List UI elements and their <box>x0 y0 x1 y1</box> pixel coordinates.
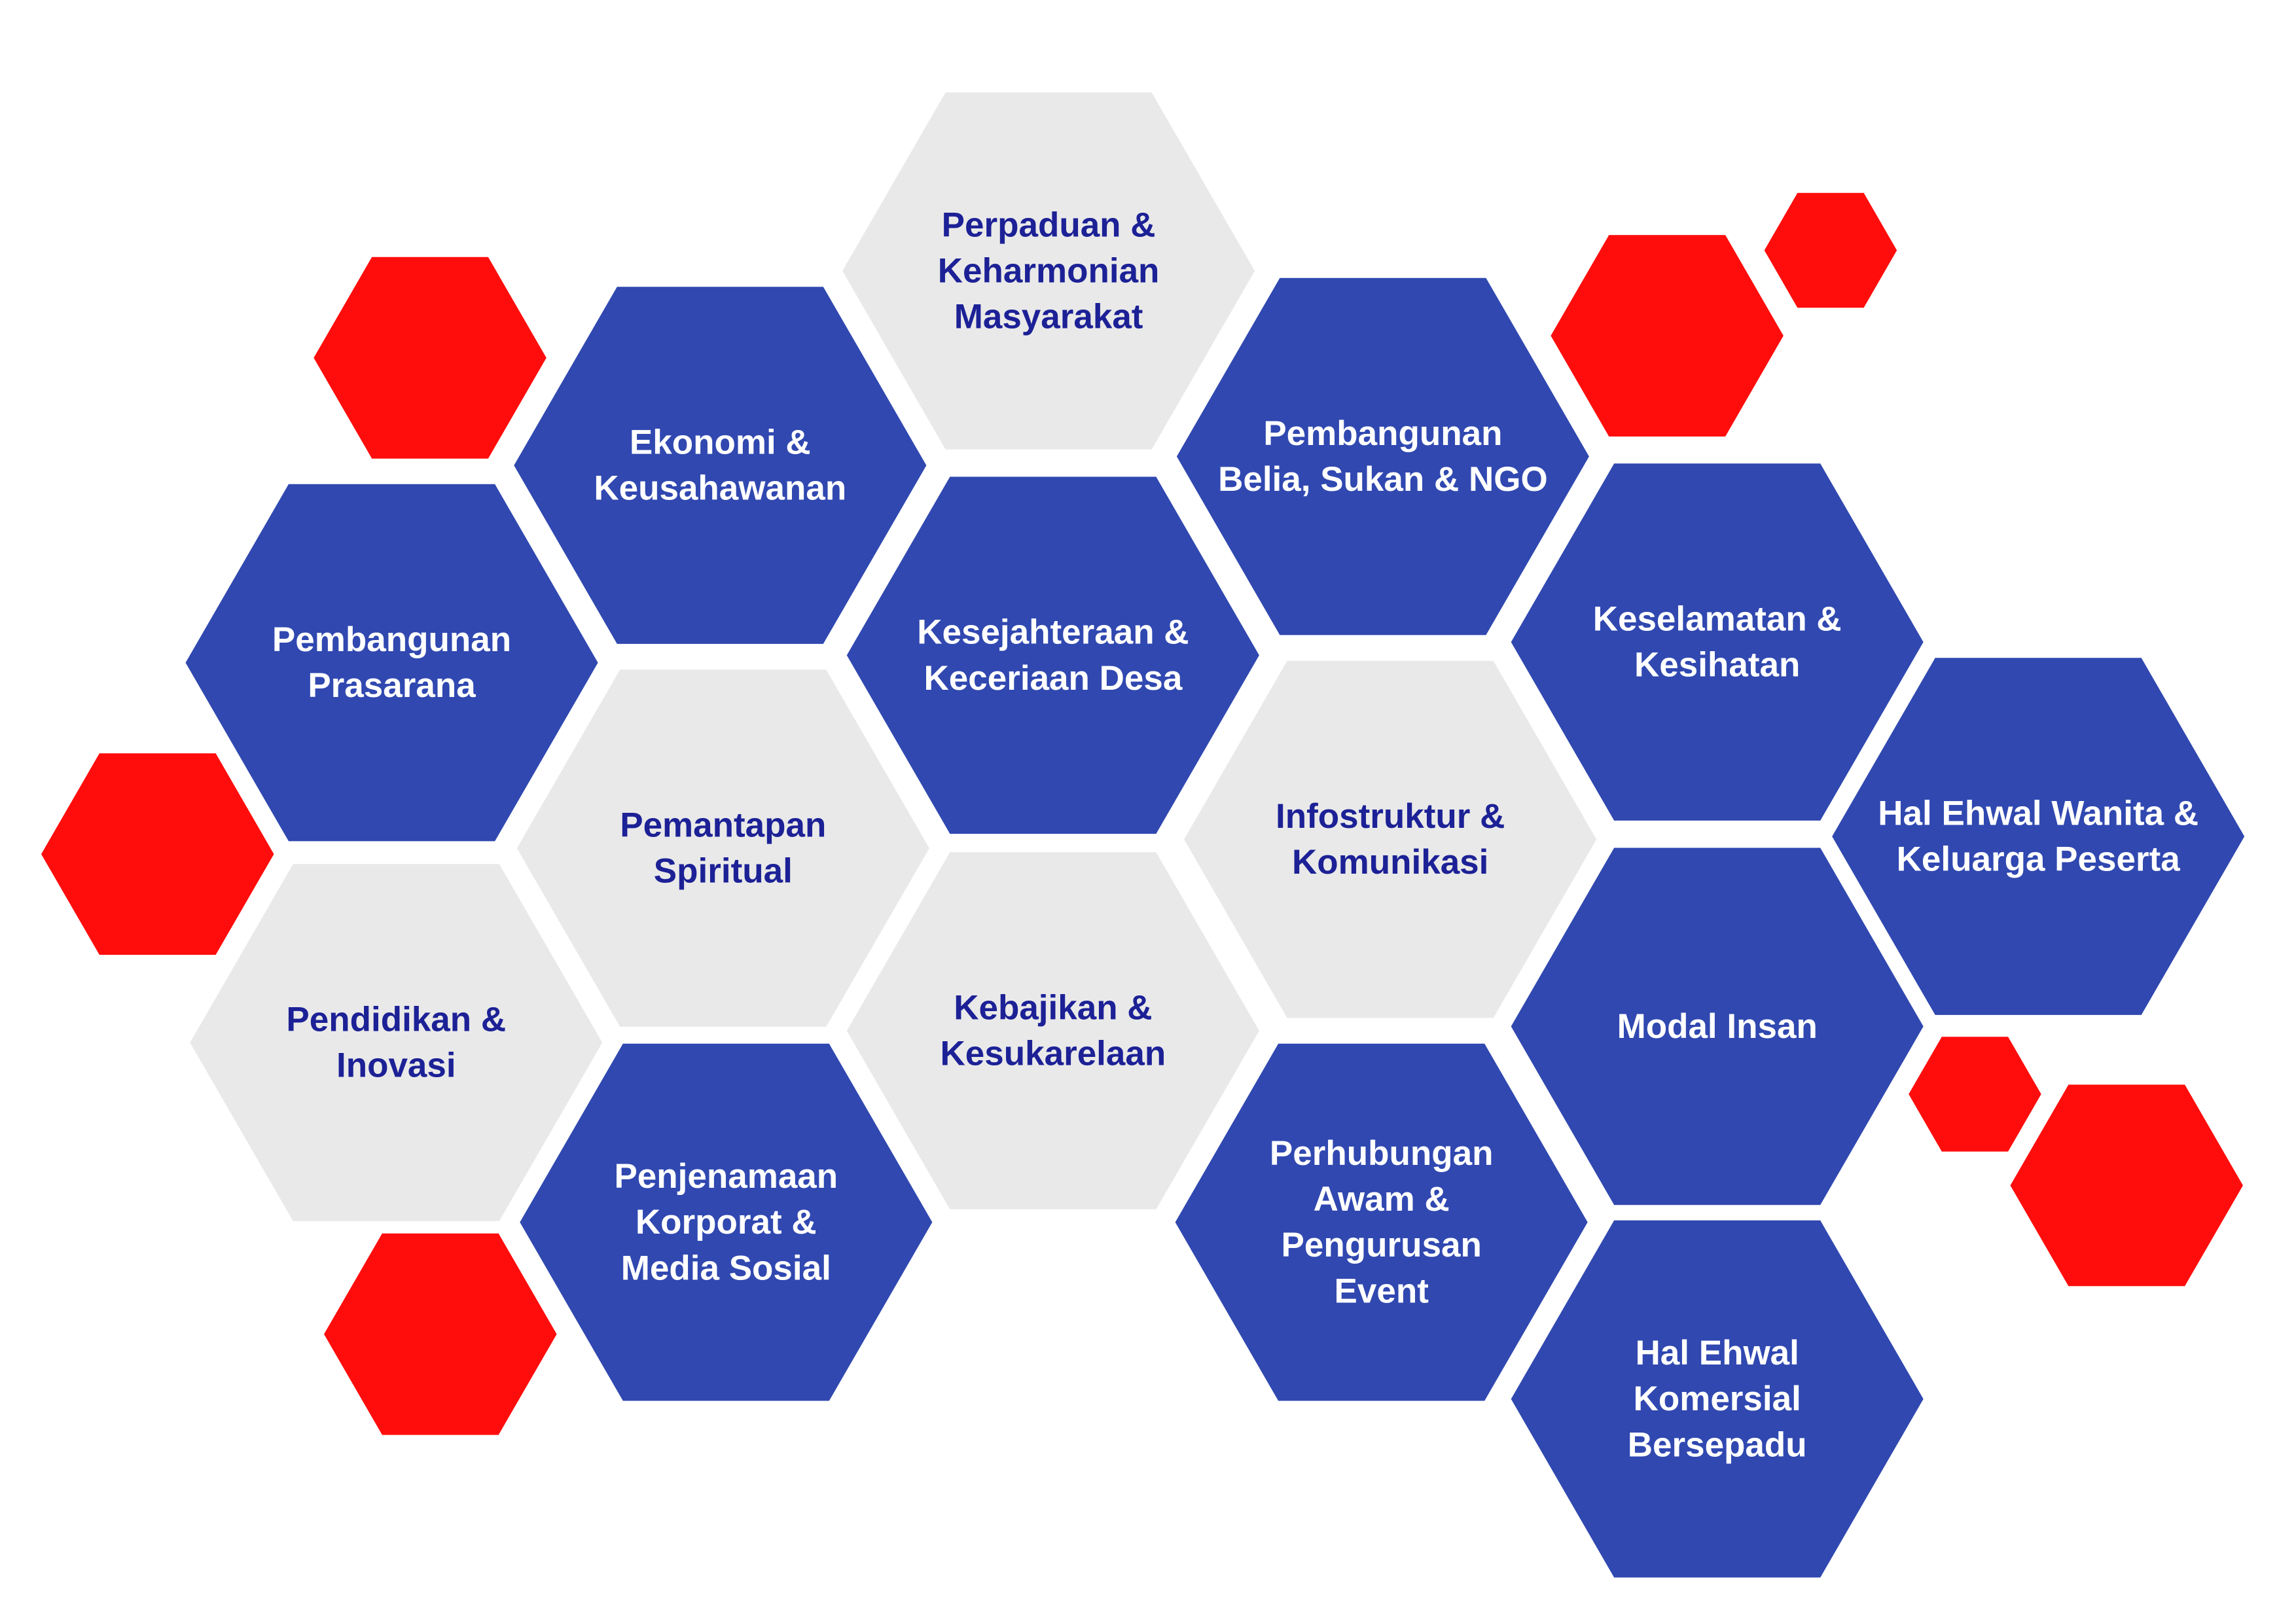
hex-perpaduan-shape <box>842 92 1255 450</box>
hex-ekonomi-shape <box>514 287 927 644</box>
hex-ekonomi-label: Keusahawanan <box>594 469 846 508</box>
hex-kesejahteraan-label: Keceriaan Desa <box>924 659 1182 698</box>
red-hex-decoration <box>2010 1084 2243 1287</box>
hex-pembangunan-prasarana-label: Pembangunan <box>272 620 511 659</box>
hex-pendidikan: Pendidikan & Inovasi <box>190 864 603 1221</box>
hex-kesejahteraan-shape <box>846 476 1259 834</box>
hex-hal-ehwal-komersial-shape <box>1511 1220 1924 1578</box>
red-hex-decoration <box>1764 192 1897 308</box>
hex-perhubungan-label: Perhubungan <box>1270 1134 1494 1173</box>
hex-pembangunan-belia-label: Pembangunan <box>1263 414 1502 453</box>
hex-modal-insan: Modal Insan <box>1511 847 1924 1205</box>
hex-modal-insan-shape <box>1511 847 1924 1205</box>
hex-ekonomi: Ekonomi & Keusahawanan <box>514 287 927 644</box>
hex-hal-ehwal-komersial-label: Bersepadu <box>1628 1425 1807 1464</box>
hex-ekonomi-label: Ekonomi & <box>630 423 811 461</box>
hex-penjenamaan-label: Media Sosial <box>621 1249 831 1287</box>
hex-perhubungan-label: Pengurusan <box>1282 1226 1482 1264</box>
hex-pembangunan-prasarana-shape <box>185 484 598 842</box>
hex-kesejahteraan: Kesejahteraan & Keceriaan Desa <box>846 476 1259 834</box>
hex-infostruktur-shape <box>1184 660 1597 1018</box>
hex-perpaduan-label: Masyarakat <box>954 298 1143 336</box>
red-hex-decoration <box>314 257 547 459</box>
hex-kesejahteraan-label: Kesejahteraan & <box>917 613 1189 652</box>
hex-perhubungan-shape <box>1175 1043 1588 1401</box>
hex-keselamatan-label: Kesihatan <box>1634 646 1800 685</box>
hex-hal-ehwal-wanita: Hal Ehwal Wanita & Keluarga Peserta <box>1832 658 2245 1015</box>
hex-keselamatan-label: Keselamatan & <box>1593 600 1842 639</box>
hex-infostruktur-label: Komunikasi <box>1292 843 1488 882</box>
hex-perhubungan-label: Event <box>1335 1272 1429 1310</box>
hex-pemantapan-shape <box>516 669 929 1027</box>
hex-kebajikan-shape <box>846 852 1259 1209</box>
hex-penjenamaan-label: Korporat & <box>636 1203 817 1241</box>
hex-kebajikan: Kebajikan & Kesukarelaan <box>846 852 1259 1209</box>
hex-modal-insan-label: Modal Insan <box>1617 1007 1818 1046</box>
hex-keselamatan: Keselamatan & Kesihatan <box>1511 463 1924 821</box>
hex-pendidikan-label: Inovasi <box>336 1046 456 1085</box>
hex-hal-ehwal-wanita-label: Keluarga Peserta <box>1897 840 2181 879</box>
hex-pemantapan-label: Spiritual <box>654 852 793 891</box>
hex-hal-ehwal-wanita-label: Hal Ehwal Wanita & <box>1878 794 2198 833</box>
red-hex-decoration <box>324 1233 557 1435</box>
hex-penjenamaan-shape <box>520 1043 933 1401</box>
red-hex-decoration <box>1909 1037 2041 1152</box>
hex-kebajikan-label: Kesukarelaan <box>941 1035 1166 1073</box>
hex-kebajikan-label: Kebajikan & <box>954 989 1152 1027</box>
hex-infostruktur: Infostruktur & Komunikasi <box>1184 660 1597 1018</box>
hex-pemantapan-label: Pemantapan <box>620 806 826 845</box>
hex-pembangunan-belia-shape <box>1176 277 1589 635</box>
hex-keselamatan-shape <box>1511 463 1924 821</box>
hex-penjenamaan-label: Penjenamaan <box>614 1157 838 1196</box>
hex-perhubungan-label: Awam & <box>1314 1180 1450 1219</box>
hex-perpaduan-label: Perpaduan & <box>942 205 1156 244</box>
hex-hal-ehwal-komersial-label: Komersial <box>1634 1380 1801 1418</box>
hex-pendidikan-label: Pendidikan & <box>286 1001 506 1039</box>
hex-hal-ehwal-komersial-label: Hal Ehwal <box>1636 1334 1799 1372</box>
hex-pembangunan-belia-label: Belia, Sukan & NGO <box>1218 460 1548 499</box>
hex-hal-ehwal-wanita-shape <box>1832 658 2245 1015</box>
red-hex-decoration <box>1551 235 1784 437</box>
hex-pendidikan-shape <box>190 864 603 1221</box>
hex-pembangunan-prasarana-label: Prasarana <box>308 666 476 705</box>
red-hex-decoration <box>41 753 274 955</box>
hex-infostruktur-label: Infostruktur & <box>1276 797 1505 836</box>
hex-perpaduan-label: Keharmonian <box>938 252 1160 291</box>
